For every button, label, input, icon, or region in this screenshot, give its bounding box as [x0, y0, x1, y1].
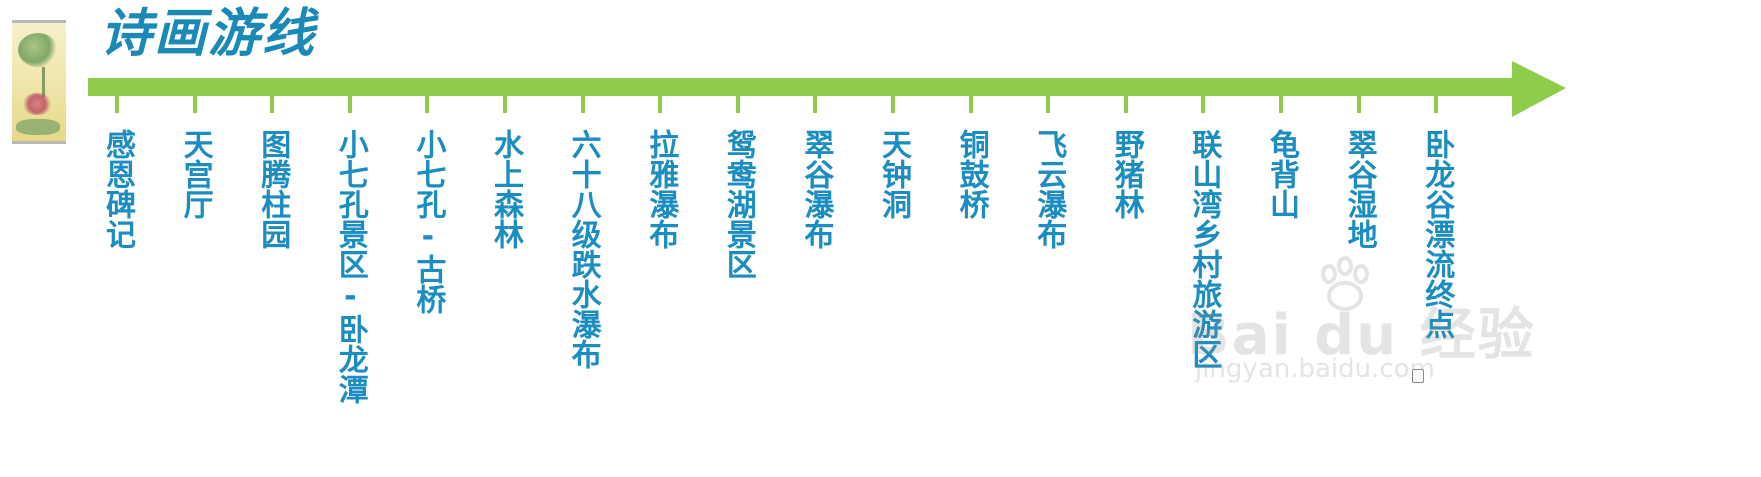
timeline-tick — [503, 96, 507, 113]
timeline-stop: 翠谷瀑布 — [793, 96, 837, 249]
timeline-arrowhead — [1512, 61, 1566, 117]
stop-label: 拉雅瀑布 — [643, 129, 679, 249]
stop-label: 翠谷湿地 — [1341, 129, 1377, 249]
timeline-tick — [270, 96, 275, 113]
timeline-stop: 感恩碑记 — [95, 96, 139, 249]
timeline-tick — [1046, 96, 1051, 113]
timeline-stop: 鸳鸯湖景区 — [716, 96, 760, 279]
scroll-painting-thumbnail — [12, 20, 66, 144]
stop-label: 联山湾乡村旅游区 — [1186, 129, 1222, 369]
stop-label: 小七孔-古桥 — [410, 129, 446, 314]
stop-label: 感恩碑记 — [100, 129, 135, 249]
timeline-tick — [580, 96, 585, 113]
timeline-tick — [425, 96, 430, 113]
stop-label: 铜鼓桥 — [953, 129, 989, 219]
timeline-stop: 飞云瀑布 — [1026, 96, 1070, 249]
timeline-tick — [658, 96, 663, 113]
timeline-tick — [115, 96, 119, 113]
timeline-stop: 翠谷湿地 — [1337, 96, 1381, 249]
stop-label: 天钟洞 — [876, 129, 911, 219]
timeline-stop: 龟背山 — [1259, 96, 1303, 219]
timeline-tick — [192, 96, 197, 113]
timeline-stop: 野猪林 — [1104, 96, 1148, 219]
timeline-stop: 卧龙谷漂流终点 — [1414, 96, 1458, 339]
timeline-stop: 联山湾乡村旅游区 — [1181, 96, 1225, 369]
stop-label: 小七孔景区-卧龙潭 — [332, 129, 368, 404]
thumbnail-flower — [22, 93, 52, 115]
stop-label: 天宫厅 — [177, 129, 213, 219]
timeline-tick — [1356, 96, 1361, 113]
stop-label: 翠谷瀑布 — [798, 129, 834, 249]
timeline-stop: 六十八级跌水瀑布 — [561, 96, 605, 369]
stop-label: 六十八级跌水瀑布 — [565, 129, 601, 369]
timeline-stop: 铜鼓桥 — [949, 96, 993, 219]
timeline-tick — [735, 96, 740, 113]
stop-label: 野猪林 — [1108, 129, 1144, 219]
timeline-tick — [1434, 96, 1439, 113]
thumbnail-grass — [16, 119, 60, 135]
stop-label: 图腾柱园 — [255, 129, 291, 249]
stop-label: 鸳鸯湖景区 — [720, 129, 756, 279]
timeline-tick — [813, 96, 818, 113]
timeline-tick — [1201, 96, 1206, 113]
timeline-tick — [1123, 96, 1128, 113]
thumbnail-foliage — [18, 33, 58, 67]
timeline-tick — [968, 96, 973, 113]
timeline-tick — [347, 96, 352, 113]
stop-label: 卧龙谷漂流终点 — [1419, 129, 1455, 339]
thumbnail-stem — [42, 67, 45, 97]
timeline-stop: 拉雅瀑布 — [638, 96, 682, 249]
timeline-stop: 图腾柱园 — [250, 96, 294, 249]
stop-label: 龟背山 — [1264, 129, 1299, 219]
stop-label: 飞云瀑布 — [1031, 129, 1067, 249]
timeline-tick — [891, 96, 895, 113]
timeline-stop: 水上森林 — [483, 96, 527, 249]
diagram-title: 诗画游线 — [100, 3, 317, 64]
timeline-shaft — [88, 78, 1518, 96]
timeline-tick — [1279, 96, 1283, 113]
timeline-stop: 天宫厅 — [173, 96, 217, 219]
timeline-stop: 小七孔景区-卧龙潭 — [328, 96, 372, 404]
stop-label: 水上森林 — [488, 129, 523, 249]
document-icon — [1412, 369, 1424, 383]
timeline-stop: 天钟洞 — [871, 96, 915, 219]
timeline-stop: 小七孔-古桥 — [405, 96, 449, 314]
